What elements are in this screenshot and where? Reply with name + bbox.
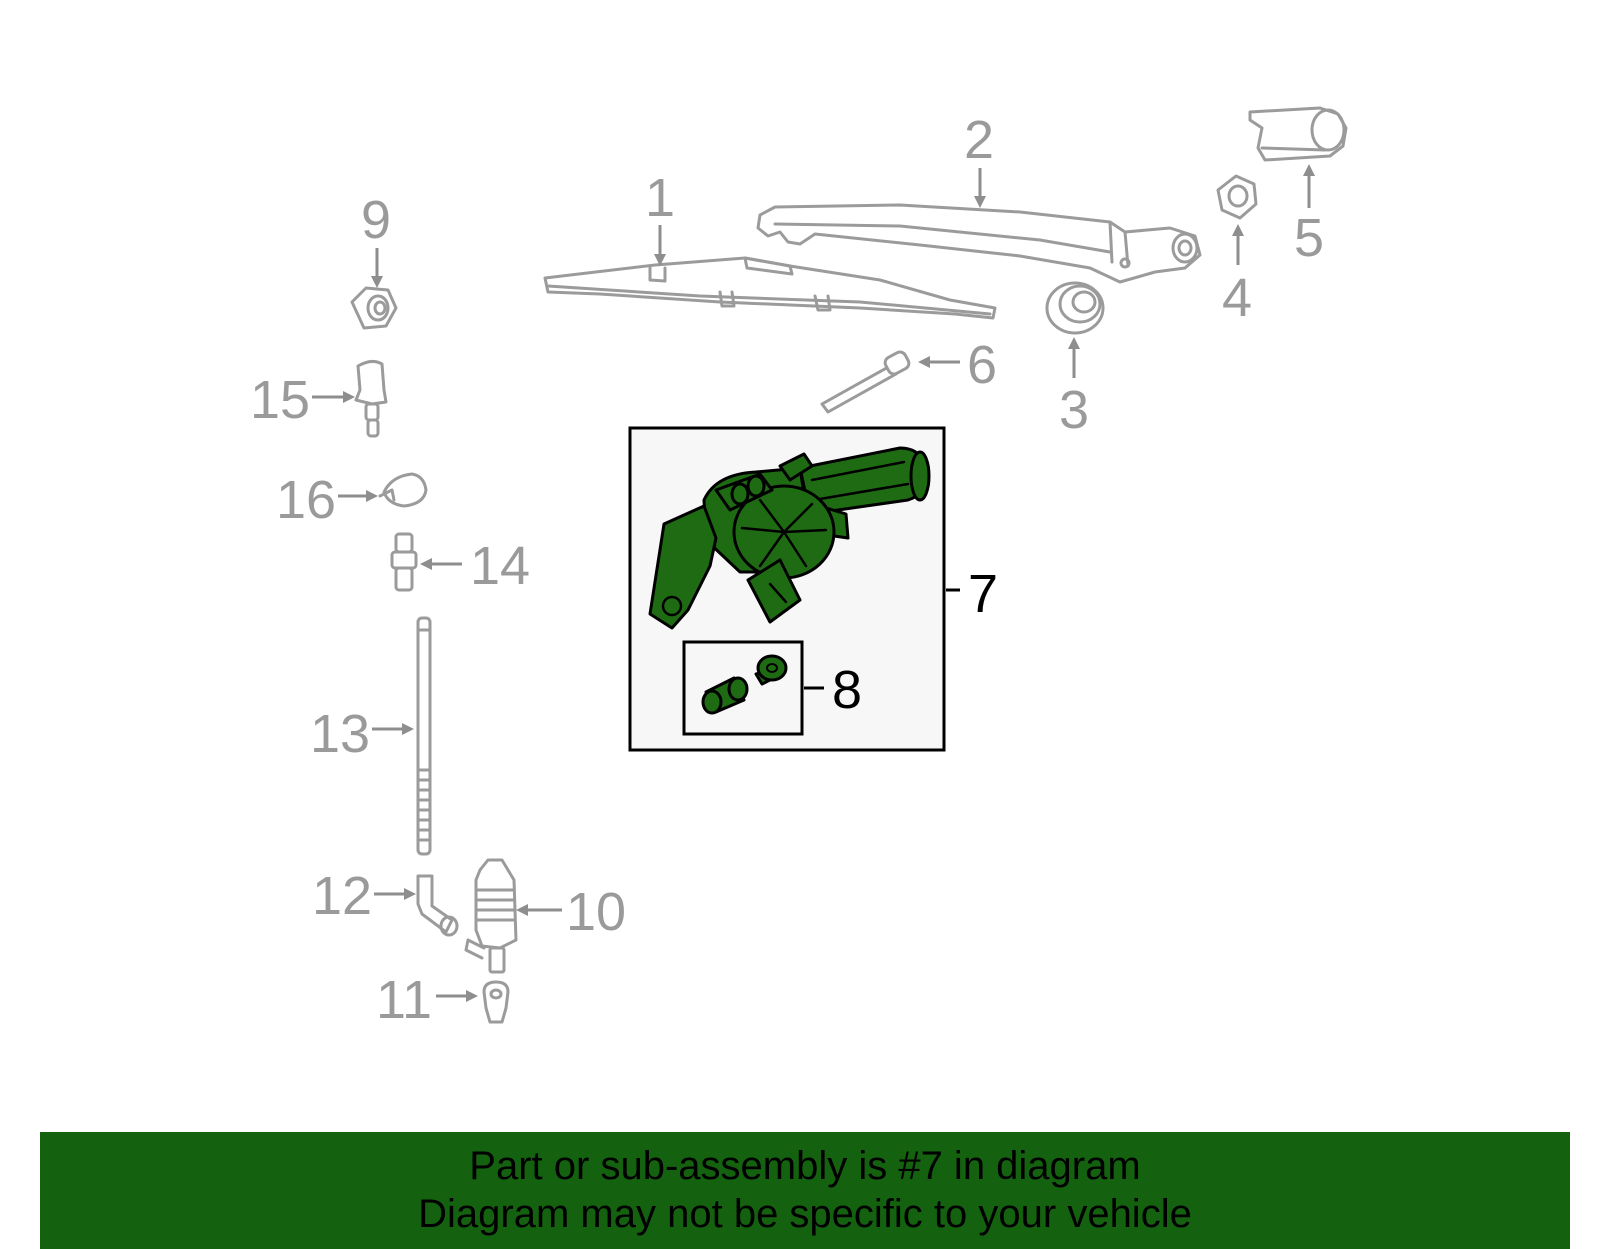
- callout-2: 2: [964, 110, 994, 170]
- arrow-16: [338, 490, 378, 502]
- callout-4: 4: [1222, 268, 1252, 328]
- banner-line-part-number: Part or sub-assembly is #7 in diagram: [469, 1144, 1141, 1188]
- info-banner: Part or sub-assembly is #7 in diagram Di…: [40, 1132, 1570, 1249]
- callout-14: 14: [470, 536, 530, 596]
- callout-3: 3: [1059, 380, 1089, 440]
- part-12-elbow[interactable]: [416, 874, 459, 937]
- callout-9: 9: [361, 190, 391, 250]
- callout-11: 11: [376, 970, 432, 1030]
- arrow-6: [918, 356, 960, 368]
- part-8-hardware-kit[interactable]: [701, 654, 788, 715]
- arrow-5: [1303, 164, 1315, 208]
- arrow-13: [372, 723, 414, 735]
- callout-7: 7: [968, 564, 998, 624]
- part-4-nut[interactable]: [1216, 174, 1258, 220]
- banner-line-disclaimer: Diagram may not be specific to your vehi…: [418, 1192, 1192, 1236]
- part-7-wiper-motor[interactable]: [648, 446, 931, 630]
- arrow-10: [516, 904, 562, 916]
- arrow-9: [371, 248, 383, 288]
- part-15-nozzle[interactable]: [354, 359, 388, 438]
- part-10-washer-pump[interactable]: [464, 858, 518, 974]
- arrow-15: [312, 391, 355, 403]
- part-11-grommet[interactable]: [482, 980, 510, 1024]
- arrow-2: [974, 168, 986, 208]
- callout-6: 6: [967, 335, 997, 395]
- arrow-4: [1232, 224, 1244, 265]
- callout-5: 5: [1294, 208, 1324, 268]
- callout-15: 15: [250, 370, 310, 430]
- arrow-14: [420, 558, 462, 570]
- callout-12: 12: [312, 866, 372, 926]
- callout-1: 1: [645, 168, 675, 228]
- part-14-connector[interactable]: [390, 532, 418, 592]
- callout-8: 8: [832, 660, 862, 720]
- part-5-cap[interactable]: [1248, 106, 1348, 162]
- part-9-nut[interactable]: [350, 286, 398, 330]
- part-16-clip[interactable]: [378, 472, 428, 508]
- arrow-3: [1068, 337, 1080, 378]
- callout-13: 13: [310, 704, 370, 764]
- part-2-wiper-arm[interactable]: [756, 203, 1202, 284]
- arrow-12: [374, 888, 416, 900]
- part-13-hose[interactable]: [416, 616, 432, 856]
- part-6-pivot[interactable]: [820, 350, 911, 414]
- arrow-11: [436, 990, 478, 1002]
- part-1-wiper-blade[interactable]: [543, 256, 997, 320]
- callout-16: 16: [276, 470, 336, 530]
- part-3-grommet[interactable]: [1045, 281, 1105, 335]
- callout-10: 10: [566, 882, 626, 942]
- arrow-1: [654, 225, 666, 266]
